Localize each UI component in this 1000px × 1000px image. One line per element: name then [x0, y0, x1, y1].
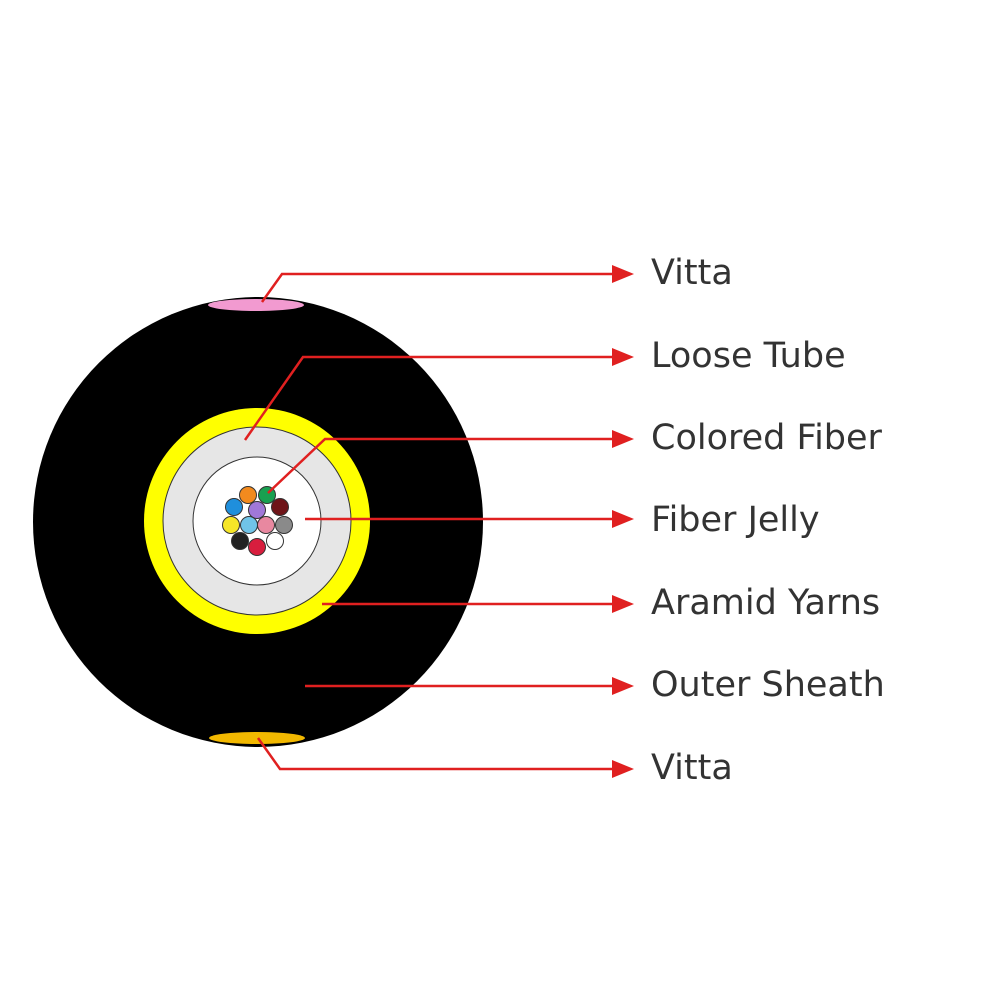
label-colored-fiber: Colored Fiber — [651, 418, 882, 458]
leader-lines — [243, 265, 634, 778]
leader-path — [260, 272, 620, 303]
fiber — [231, 532, 249, 550]
fiber — [271, 498, 289, 516]
label-aramid-yarns: Aramid Yarns — [651, 583, 881, 623]
leader-line — [322, 595, 634, 613]
fiber — [248, 501, 266, 519]
fiber — [266, 532, 284, 550]
arrowhead-icon — [612, 510, 634, 528]
leader-path — [243, 355, 620, 441]
arrowhead-icon — [612, 265, 634, 283]
arrowhead-icon — [612, 348, 634, 366]
fiber — [248, 538, 266, 556]
fiber — [225, 498, 243, 516]
fiber — [257, 516, 275, 534]
label-vitta-top: Vitta — [651, 253, 733, 293]
leader-path — [267, 437, 620, 494]
leader-line — [260, 265, 634, 303]
label-vitta-bottom: Vitta — [651, 748, 733, 788]
label-loose-tube: Loose Tube — [651, 336, 846, 376]
fiber — [239, 486, 257, 504]
colored-fibers — [222, 486, 293, 556]
vitta-top — [208, 299, 304, 311]
leader-line — [305, 510, 634, 528]
leader-line — [267, 430, 634, 494]
arrowhead-icon — [612, 430, 634, 448]
fiber — [275, 516, 293, 534]
leader-path — [256, 737, 620, 771]
label-outer-sheath: Outer Sheath — [651, 665, 885, 705]
arrowhead-icon — [612, 677, 634, 695]
leader-line — [305, 677, 634, 695]
label-fiber-jelly: Fiber Jelly — [651, 500, 820, 540]
arrowhead-icon — [612, 760, 634, 778]
vitta-bottom — [209, 732, 305, 744]
leader-line — [243, 348, 634, 441]
fiber — [240, 516, 258, 534]
leader-line — [256, 737, 634, 778]
fiber — [222, 516, 240, 534]
arrowhead-icon — [612, 595, 634, 613]
